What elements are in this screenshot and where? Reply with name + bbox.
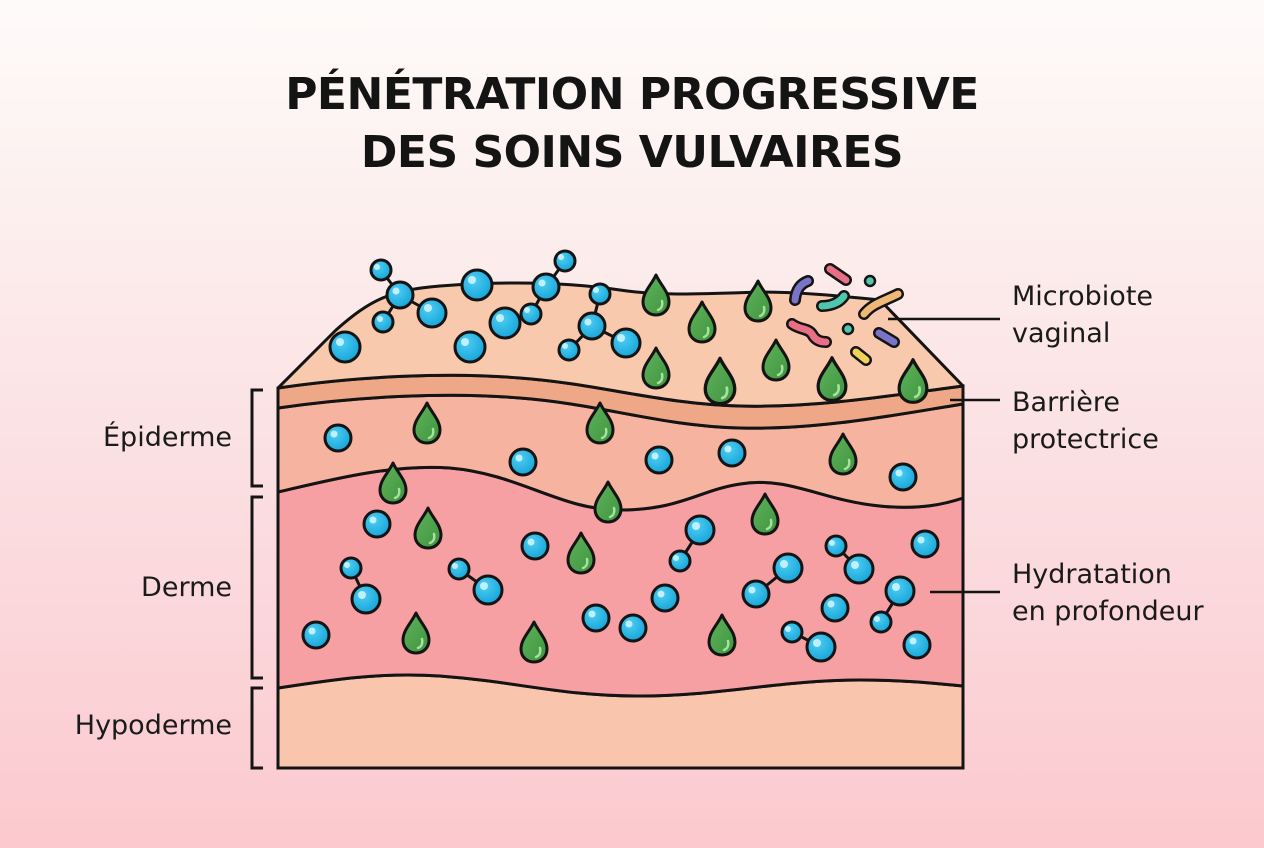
callout-lines: [888, 317, 1000, 594]
label-derme: Derme: [141, 572, 232, 603]
callout-hydratation-line1: Hydratation: [1012, 559, 1172, 590]
callout-microbiote-line2: vaginal: [1012, 318, 1111, 349]
epidermis-bracket: [250, 388, 263, 488]
callout-hydratation-line2: en profondeur: [1012, 596, 1204, 627]
callout-microbiote: Microbiote vaginal: [1012, 278, 1153, 352]
label-hypoderme: Hypoderme: [74, 710, 232, 741]
dermis-bracket: [250, 495, 263, 680]
vaginal-microbiota: [786, 263, 904, 366]
molecule-highlights: [308, 254, 925, 647]
callout-microbiote-line1: Microbiote: [1012, 281, 1154, 312]
callout-barriere-line1: Barrière: [1012, 387, 1121, 418]
title-line-1: PÉNÉTRATION PROGRESSIVE: [285, 69, 979, 120]
layer-brackets: [250, 388, 263, 770]
label-epiderme: Épiderme: [103, 422, 232, 453]
hypodermis-bracket: [250, 686, 263, 770]
water-molecules: [301, 249, 940, 663]
callout-barriere-line2: protectrice: [1012, 424, 1159, 455]
title-line-2: DES SOINS VULVAIRES: [360, 127, 904, 178]
page-title: PÉNÉTRATION PROGRESSIVE DES SOINS VULVAI…: [0, 66, 1264, 182]
callout-barriere: Barrière protectrice: [1012, 384, 1159, 458]
callout-hydratation: Hydratation en profondeur: [1012, 556, 1204, 630]
